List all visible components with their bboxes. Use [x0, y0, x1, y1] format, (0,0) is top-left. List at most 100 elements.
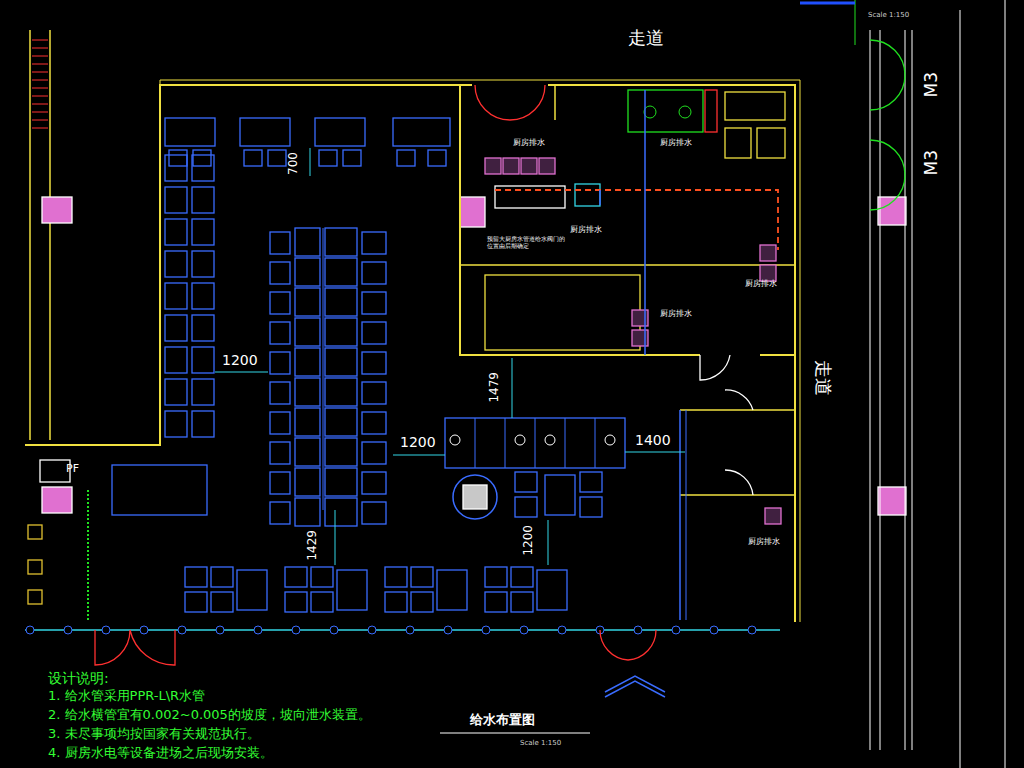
table-symbol [325, 318, 357, 346]
dimension-line [512, 358, 513, 418]
door-arc [475, 85, 545, 120]
chair-symbol [428, 150, 446, 166]
wall-line [29, 30, 31, 440]
table-symbol [192, 155, 214, 181]
chair-symbol [411, 567, 433, 587]
fixture-note: 厨房排水 [745, 279, 777, 288]
chair-symbol [362, 382, 386, 404]
wall-line [680, 494, 795, 496]
chair-symbol [270, 322, 290, 344]
hatch-line [32, 88, 48, 89]
chair-symbol [244, 150, 262, 166]
chair-symbol [270, 232, 290, 254]
dimension-text: 1200 [522, 525, 536, 556]
table-symbol [315, 118, 365, 146]
scale-text: Scale 1:150 [868, 11, 909, 19]
design-note: 2. 给水横管宜有0.002~0.005的坡度，坡向泄水装置。 [48, 708, 371, 723]
table-symbol [295, 438, 320, 466]
table-symbol [325, 378, 357, 406]
table-symbol [165, 118, 215, 146]
mullion-dot [710, 626, 718, 634]
hatch-line [32, 40, 48, 41]
counter-joint [565, 418, 566, 468]
chair-symbol [511, 567, 533, 587]
equipment-box [725, 92, 785, 120]
chair-symbol [311, 567, 333, 587]
design-note: 4. 厨房水电等设备进场之后现场安装。 [48, 746, 273, 761]
table-symbol [325, 408, 357, 436]
chair-symbol [28, 590, 42, 604]
chair-symbol [515, 472, 537, 492]
chair-symbol [270, 502, 290, 524]
water-point [765, 508, 781, 524]
chair-symbol [343, 150, 361, 166]
table-symbol [192, 187, 214, 213]
table-symbol [325, 468, 357, 496]
table-symbol [192, 283, 214, 309]
chair-symbol [411, 592, 433, 612]
panel-tag: PF [66, 463, 79, 476]
chair-symbol [285, 592, 307, 612]
sink-drain [644, 106, 656, 118]
table-symbol [295, 288, 320, 316]
hatch-line [32, 112, 48, 113]
dimension-line [215, 372, 268, 373]
wall-line [960, 10, 961, 768]
dimension-line [335, 510, 336, 565]
chair-symbol [362, 412, 386, 434]
design-note: 3. 未尽事项均按国家有关规范执行。 [48, 727, 260, 742]
table-symbol [325, 348, 357, 376]
table-symbol [325, 228, 357, 256]
column-symbol [42, 197, 72, 223]
table-symbol [295, 318, 320, 346]
sink-symbol [628, 90, 703, 132]
wall-line [1005, 0, 1006, 768]
column-symbol [878, 487, 906, 515]
chair-symbol [362, 322, 386, 344]
dimension-line [310, 148, 311, 176]
chair-symbol [362, 502, 386, 524]
dimension-text: 1200 [400, 434, 436, 450]
valve-symbol [705, 90, 717, 132]
chair-symbol [362, 232, 386, 254]
chair-symbol [511, 592, 533, 612]
chair-symbol [211, 592, 233, 612]
water-point [503, 158, 519, 174]
mullion-dot [26, 626, 34, 634]
stove-symbol [575, 184, 600, 206]
chair-symbol [211, 567, 233, 587]
chair-symbol [485, 567, 507, 587]
mullion-dot [254, 626, 262, 634]
mullion-dot [634, 626, 642, 634]
pf-box [40, 460, 70, 482]
table-symbol [337, 570, 367, 610]
chair-symbol [485, 592, 507, 612]
table-symbol [192, 219, 214, 245]
chair-symbol [165, 315, 187, 341]
mullion-dot [178, 626, 186, 634]
mullion-dot [520, 626, 528, 634]
hatch-line [32, 72, 48, 73]
table-symbol [393, 118, 450, 146]
chair-symbol [270, 382, 290, 404]
hatch-line [87, 490, 89, 620]
mullion-dot [102, 626, 110, 634]
wall-line [680, 409, 795, 411]
water-point [485, 158, 501, 174]
fixture-note: 预留大厨房水管道给水阀门的位置由后期确定 [487, 236, 565, 250]
table-symbol [295, 228, 320, 256]
chair-symbol [319, 150, 337, 166]
chair-symbol [185, 567, 207, 587]
table-symbol [295, 468, 320, 496]
mullion-dot [406, 626, 414, 634]
entry-arrow [605, 676, 665, 692]
title-underline [440, 733, 590, 734]
mullion-dot [292, 626, 300, 634]
mullion-dot [482, 626, 490, 634]
door-arc [870, 40, 905, 110]
wall-line [460, 264, 795, 266]
wall-line [25, 85, 472, 445]
chair-symbol [268, 150, 286, 166]
chair-symbol [362, 442, 386, 464]
notes-heading: 设计说明: [48, 670, 109, 686]
